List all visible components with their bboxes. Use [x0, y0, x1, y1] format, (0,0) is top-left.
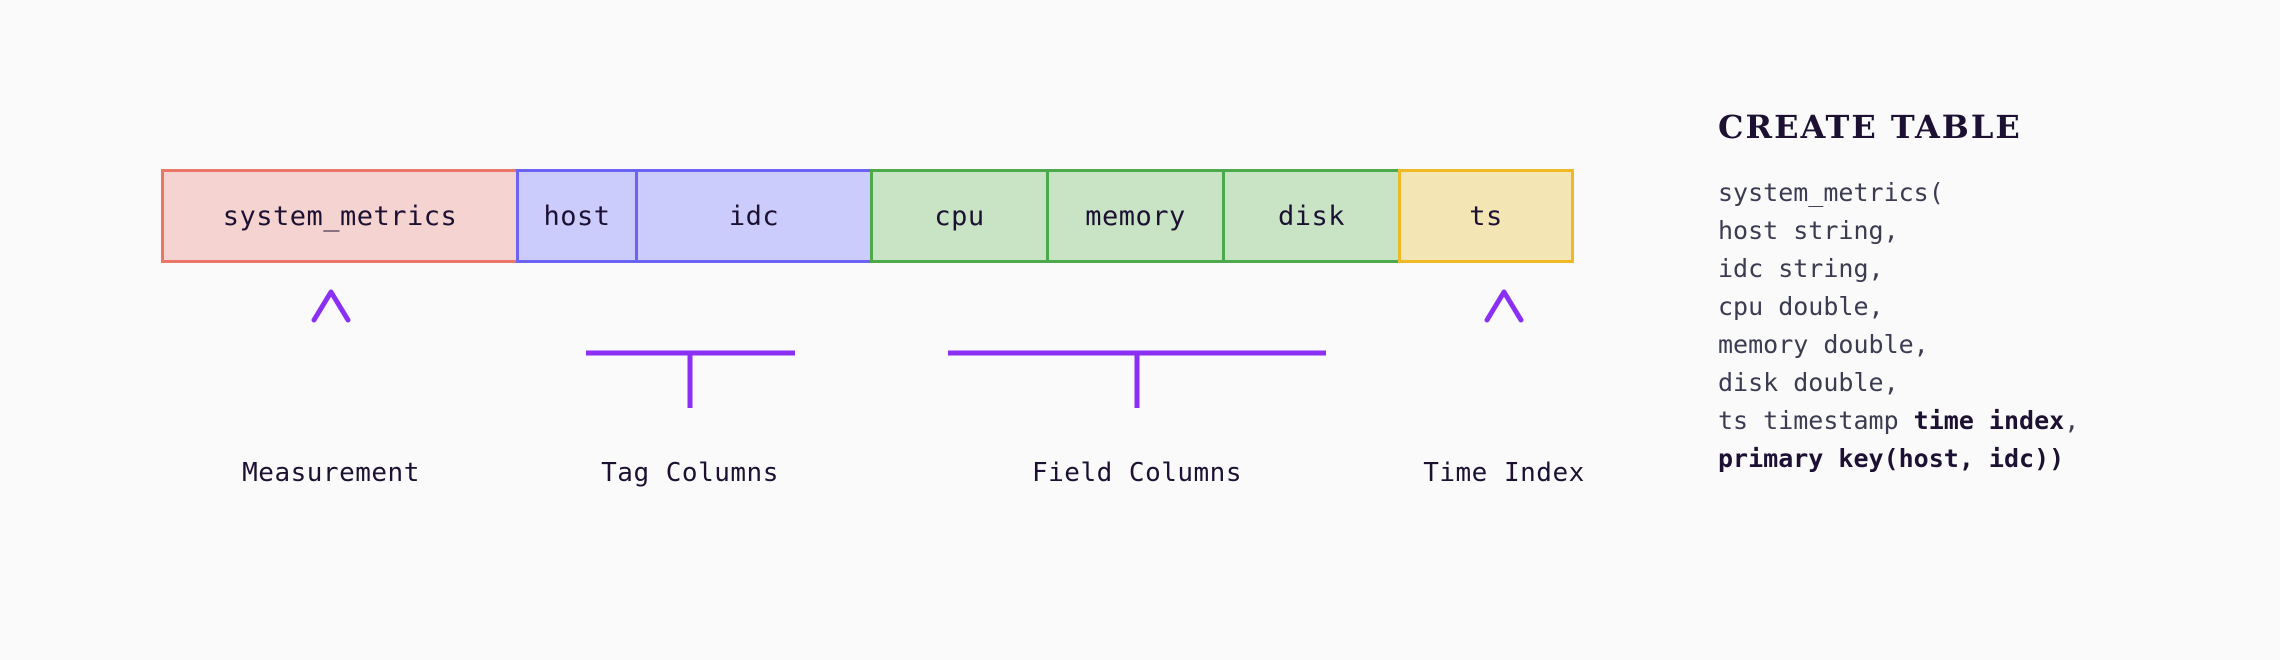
annotation-arrow-measurement [311, 289, 351, 395]
sql-keyword: primary key(host, idc)) [1718, 444, 2065, 473]
sql-line: host string, [1718, 212, 2238, 250]
sql-text: disk double, [1718, 368, 1899, 397]
sql-text: , [2064, 406, 2080, 435]
sql-text: cpu double, [1718, 292, 1884, 321]
table-cell-measurement[interactable]: system_metrics [161, 169, 519, 263]
annotation-bracket-tag-columns [586, 298, 795, 408]
sql-text: system_metrics( [1718, 178, 1944, 207]
sql-panel: CREATE TABLE system_metrics(host string,… [1718, 108, 2238, 478]
sql-line: memory double, [1718, 326, 2238, 364]
sql-text: host string, [1718, 216, 1899, 245]
label-field-columns: Field Columns [1032, 458, 1242, 488]
label-tag-columns: Tag Columns [601, 458, 779, 488]
sql-line: cpu double, [1718, 288, 2238, 326]
sql-line: primary key(host, idc)) [1718, 440, 2238, 478]
label-time-index: Time Index [1423, 458, 1585, 488]
table-cell-idc[interactable]: idc [635, 169, 873, 263]
table-cell-ts[interactable]: ts [1398, 169, 1574, 263]
annotation-arrow-time-index [1484, 289, 1524, 408]
sql-line: system_metrics( [1718, 174, 2238, 212]
sql-text: memory double, [1718, 330, 1929, 359]
sql-statement: system_metrics(host string, idc string, cp… [1718, 174, 2238, 478]
sql-line: disk double, [1718, 364, 2238, 402]
sql-text: ts timestamp [1718, 406, 1914, 435]
annotation-bracket-field-columns [948, 298, 1326, 408]
sql-line: ts timestamp time index, [1718, 402, 2238, 440]
sql-line: idc string, [1718, 250, 2238, 288]
sql-keyword: time index [1913, 406, 2065, 435]
table-cell-disk[interactable]: disk [1222, 169, 1401, 263]
sql-text: idc string, [1718, 254, 1884, 283]
sql-title: CREATE TABLE [1718, 108, 2022, 146]
table-cell-host[interactable]: host [516, 169, 638, 263]
table-cell-memory[interactable]: memory [1046, 169, 1225, 263]
label-measurement: Measurement [242, 458, 420, 488]
table-cell-cpu[interactable]: cpu [870, 169, 1049, 263]
schema-table-strip: system_metrics host idc cpu memory disk … [161, 169, 1574, 263]
